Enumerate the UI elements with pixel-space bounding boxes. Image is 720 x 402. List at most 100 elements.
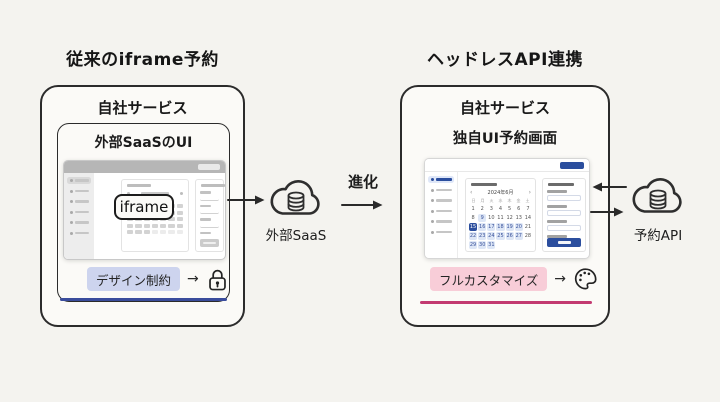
left-service-box: 自社サービス 外部SaaSのUI <box>40 85 245 327</box>
calendar-day: 6 <box>517 206 521 212</box>
field-input <box>547 209 581 216</box>
external-saas-cloud-icon <box>266 175 326 223</box>
calendar-day: 27 <box>514 232 523 240</box>
custom-ui-screen-label: 独自UI予約画面 <box>452 131 558 147</box>
external-saas-cloud-label: 外部SaaS <box>265 228 327 244</box>
calendar-day: 21 <box>524 224 532 230</box>
left-section-title: 従来のiframe予約 <box>66 50 219 70</box>
submit-button <box>200 239 219 247</box>
calendar-day: 25 <box>496 232 505 240</box>
calendar-day-cell <box>135 223 142 228</box>
calendar-day-cell <box>127 223 134 228</box>
calendar-day: 26 <box>505 232 514 240</box>
calendar-day: 28 <box>524 233 532 239</box>
form-panel-title <box>548 183 574 186</box>
form-field <box>547 190 581 201</box>
right-arrow-glyph: → <box>554 271 566 287</box>
sidebar-item <box>67 177 91 184</box>
design-constraint-badge: デザイン制約 <box>87 267 181 291</box>
sidebar-item <box>67 219 91 226</box>
calendar-day: 29 <box>469 241 478 249</box>
customize-underline <box>420 301 592 304</box>
field-input <box>200 223 219 228</box>
form-field <box>200 204 219 214</box>
calendar-day: 14 <box>524 215 532 221</box>
sidebar-item-icon <box>69 179 73 182</box>
sidebar-item-icon <box>69 231 73 235</box>
sidebar-item <box>67 198 91 205</box>
sidebar-item <box>428 218 454 225</box>
full-customize-badge: フルカスタマイズ <box>430 267 548 291</box>
calendar-day-cell <box>176 223 183 228</box>
calendar-day: 12 <box>506 215 513 221</box>
calendar-panel-title <box>127 184 151 187</box>
mockup-sidebar <box>425 172 458 258</box>
form-field <box>200 191 219 201</box>
calendar-day <box>496 241 504 249</box>
field-input <box>547 224 581 231</box>
calendar-day-cell <box>151 230 159 234</box>
calendar-day: 17 <box>487 223 496 231</box>
calendar-day <box>506 241 514 249</box>
weekday-label: 水 <box>498 198 503 203</box>
calendar-day-cell <box>176 204 183 208</box>
calendar-day: 13 <box>515 215 522 221</box>
calendar-day <box>515 241 523 249</box>
sidebar-item-label-bar <box>436 199 452 202</box>
form-field <box>200 218 219 228</box>
left-service-box-label: 自社サービス <box>97 99 188 117</box>
form-panel-title <box>201 184 225 187</box>
sidebar-item-label-bar <box>436 178 452 181</box>
form-fields <box>200 191 219 241</box>
sidebar-item-label-bar <box>75 200 89 203</box>
calendar-day: 19 <box>505 223 514 231</box>
iframe-tag: iframe <box>114 194 174 220</box>
calendar-day-cell <box>151 223 159 228</box>
form-field <box>547 220 581 231</box>
calendar-day-cell <box>176 217 183 221</box>
sidebar-item-icon <box>69 189 73 193</box>
calendar-day-cell <box>168 223 175 228</box>
field-label-bar <box>547 205 567 208</box>
mockup-sidebar <box>64 173 94 259</box>
right-section-title: ヘッドレスAPI連携 <box>427 50 583 70</box>
calendar-day: 15 <box>469 223 478 231</box>
field-label-bar <box>547 220 567 223</box>
sidebar-item-label-bar <box>75 189 89 193</box>
field-input <box>547 194 581 201</box>
weekday-label: 土 <box>525 198 530 203</box>
weekday-label: 木 <box>507 198 512 203</box>
sidebar-item-label-bar <box>75 210 89 214</box>
calendar-day: 4 <box>498 206 503 212</box>
calendar-day: 3 <box>489 206 493 212</box>
sidebar-item-label-bar <box>436 209 452 213</box>
calendar-day-cell <box>127 230 134 234</box>
form-field <box>547 205 581 216</box>
sidebar-item-icon <box>69 221 73 224</box>
calendar-day-cell <box>160 230 167 234</box>
sidebar-item-icon <box>430 199 434 202</box>
field-label-bar <box>200 204 212 207</box>
weekday-label: 日 <box>471 198 476 203</box>
calendar-day: 9 <box>478 214 487 222</box>
weekday-label: 月 <box>480 198 485 203</box>
sidebar-item-icon <box>430 220 434 223</box>
weekday-label: 金 <box>516 198 521 203</box>
month-label: 2024年6月 <box>487 190 514 196</box>
calendar-day: 10 <box>488 215 495 221</box>
calendar-day-cell <box>168 217 175 221</box>
full-customize-row: フルカスタマイズ → <box>430 267 598 291</box>
field-label-bar <box>200 191 212 194</box>
database-icon <box>649 189 667 210</box>
calendar-day: 1 <box>471 206 475 212</box>
field-input <box>200 209 219 214</box>
sidebar-item <box>428 176 454 183</box>
calendar-day: 2 <box>480 206 484 212</box>
sidebar-item <box>67 209 91 216</box>
booking-api-label: 予約API <box>633 228 683 244</box>
booking-form-panel <box>195 179 225 252</box>
design-underline <box>60 298 227 301</box>
